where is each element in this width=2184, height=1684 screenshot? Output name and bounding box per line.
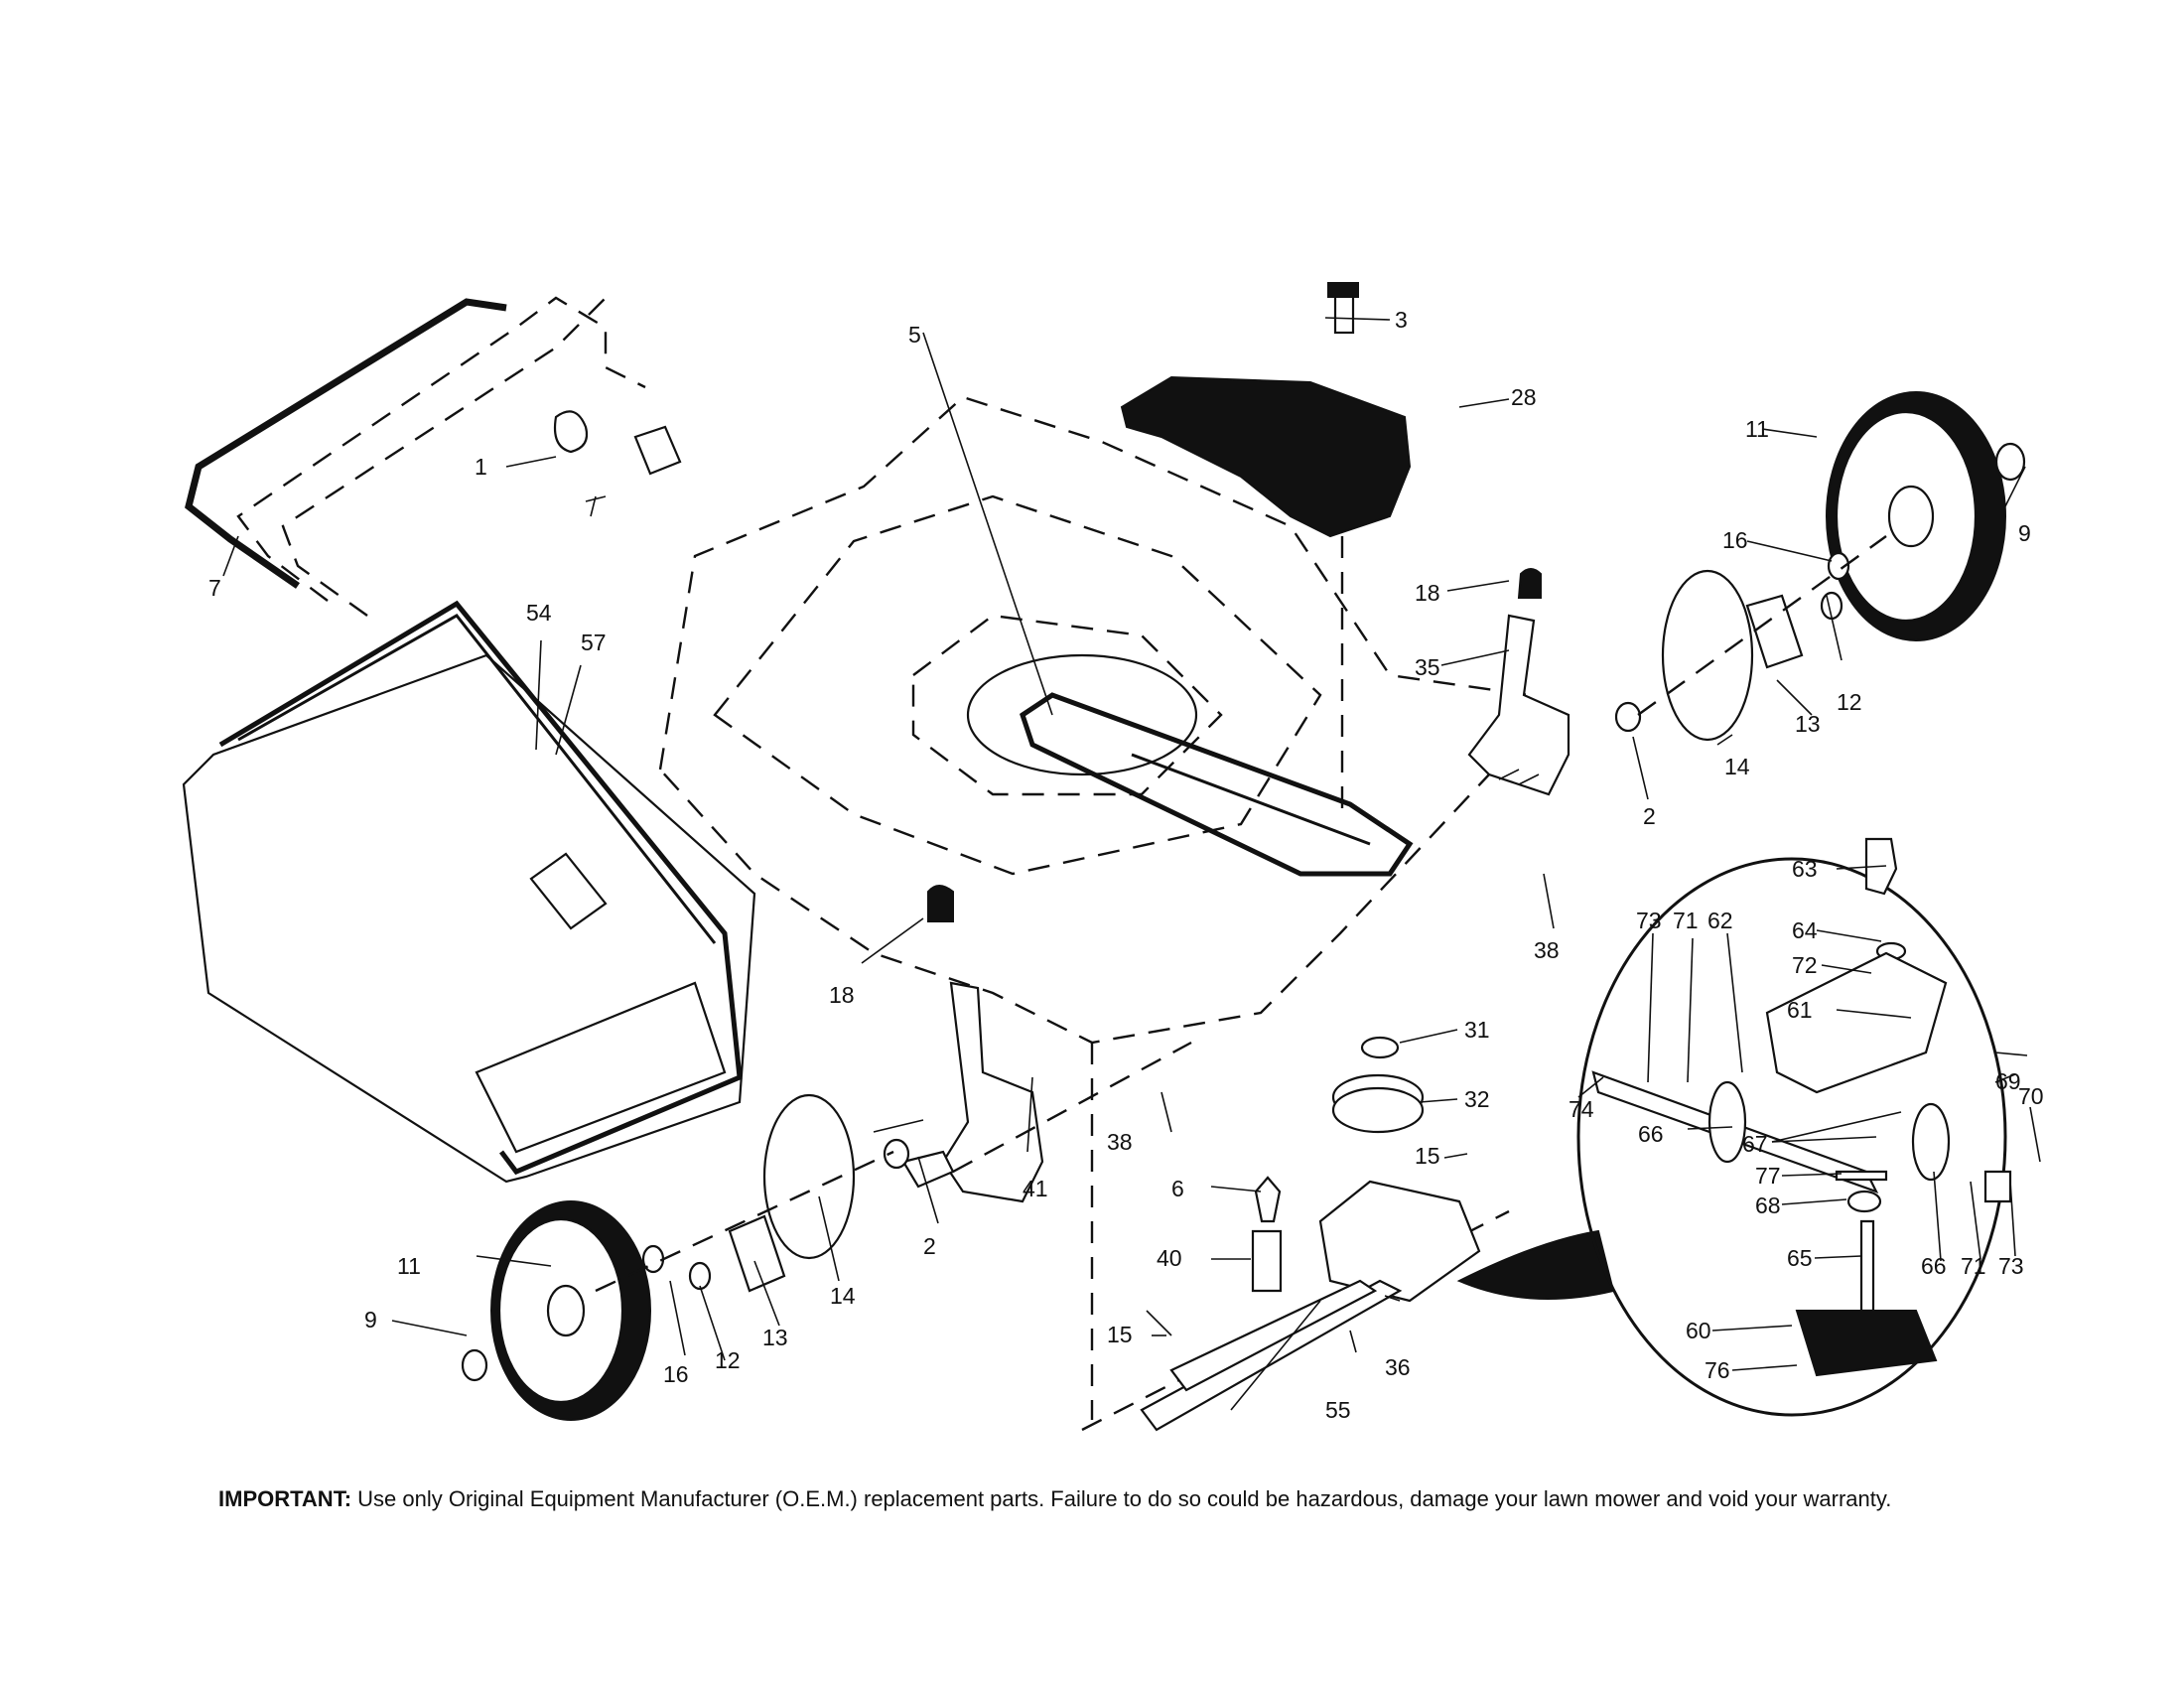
callout-41: 41 bbox=[1023, 1176, 1048, 1201]
callout-2-left: 2 bbox=[923, 1233, 936, 1259]
detail-view bbox=[1576, 837, 2012, 1417]
callout-62: 62 bbox=[1707, 908, 1733, 933]
callout-61: 61 bbox=[1787, 997, 1813, 1023]
important-notice: IMPORTANT: Use only Original Equipment M… bbox=[218, 1486, 2105, 1512]
callout-68: 67 bbox=[1742, 1131, 1768, 1157]
callout-28: 28 bbox=[1511, 384, 1537, 410]
callout-11-left: 11 bbox=[397, 1253, 421, 1279]
top-cover bbox=[1120, 282, 1412, 814]
callout-13-left: 13 bbox=[762, 1325, 788, 1350]
grass-catcher bbox=[182, 600, 756, 1184]
callout-5: 5 bbox=[908, 322, 921, 348]
callout-66: 66 bbox=[1921, 1253, 1947, 1279]
callout-76: 76 bbox=[1705, 1357, 1730, 1383]
right-height-adjuster bbox=[1467, 568, 1570, 796]
callout-32: 32 bbox=[1464, 1086, 1490, 1112]
callout-2-right: 2 bbox=[1643, 803, 1656, 829]
callout-63: 63 bbox=[1792, 856, 1818, 882]
callout-7: 7 bbox=[208, 575, 221, 601]
callout-72-bottom: 71 bbox=[1961, 1253, 1986, 1279]
callout-14-right: 14 bbox=[1724, 754, 1750, 779]
callout-67: 66 bbox=[1638, 1121, 1664, 1147]
callout-65: 65 bbox=[1787, 1245, 1813, 1271]
mower-deck bbox=[658, 395, 1531, 1045]
callout-18-left: 18 bbox=[829, 982, 855, 1008]
right-wheel-assembly bbox=[1614, 391, 2026, 742]
callout-9-right: 9 bbox=[2018, 520, 2031, 546]
callout-38-left: 38 bbox=[1107, 1129, 1133, 1155]
callout-64: 64 bbox=[1792, 917, 1818, 943]
callout-70: 69 bbox=[1995, 1068, 2021, 1094]
callout-40: 40 bbox=[1157, 1245, 1182, 1271]
callout-6: 6 bbox=[1171, 1176, 1184, 1201]
callout-13-right: 13 bbox=[1795, 711, 1821, 737]
callout-73: 72 bbox=[1792, 952, 1818, 978]
callout-9-left: 9 bbox=[364, 1307, 377, 1333]
callout-74-top: 73 bbox=[1636, 908, 1662, 933]
leader-lines bbox=[222, 317, 2041, 1411]
handle-assembly bbox=[185, 296, 682, 617]
callout-labels: 1 7 3 28 5 11 9 16 12 13 14 18 35 2 38 5… bbox=[208, 307, 2044, 1423]
callout-18-right: 18 bbox=[1415, 580, 1440, 606]
callout-12-left: 12 bbox=[715, 1347, 741, 1373]
callout-16-right: 16 bbox=[1722, 527, 1748, 553]
notice-prefix: IMPORTANT: bbox=[218, 1486, 352, 1511]
callout-38-right: 38 bbox=[1534, 937, 1560, 963]
callout-12-right: 12 bbox=[1837, 689, 1862, 715]
callout-35: 35 bbox=[1415, 654, 1440, 680]
callout-3: 3 bbox=[1395, 307, 1408, 333]
callout-36: 36 bbox=[1385, 1354, 1411, 1380]
notice-text: Use only Original Equipment Manufacturer… bbox=[351, 1486, 1892, 1511]
callout-15-left: 15 bbox=[1107, 1322, 1133, 1347]
callout-77: 77 bbox=[1755, 1163, 1781, 1189]
callout-1: 1 bbox=[475, 454, 487, 480]
callout-54: 54 bbox=[526, 600, 552, 626]
callout-60: 60 bbox=[1686, 1318, 1711, 1343]
callout-16-left: 16 bbox=[663, 1361, 689, 1387]
callout-31: 31 bbox=[1464, 1017, 1490, 1043]
callout-69: 68 bbox=[1755, 1193, 1781, 1218]
callout-75: 74 bbox=[1569, 1096, 1594, 1122]
callout-14-left: 14 bbox=[830, 1283, 856, 1309]
left-height-adjuster bbox=[901, 885, 1192, 1203]
drive-assembly bbox=[1081, 1036, 1615, 1432]
callout-55: 55 bbox=[1325, 1397, 1351, 1423]
callout-74-bottom: 73 bbox=[1998, 1253, 2024, 1279]
callout-15-right: 15 bbox=[1415, 1143, 1440, 1169]
callout-11-right: 11 bbox=[1745, 416, 1769, 442]
callout-57: 57 bbox=[581, 630, 607, 655]
left-wheel-assembly bbox=[461, 1093, 910, 1421]
callout-71: 70 bbox=[2018, 1083, 2044, 1109]
callout-72-top: 71 bbox=[1673, 908, 1699, 933]
